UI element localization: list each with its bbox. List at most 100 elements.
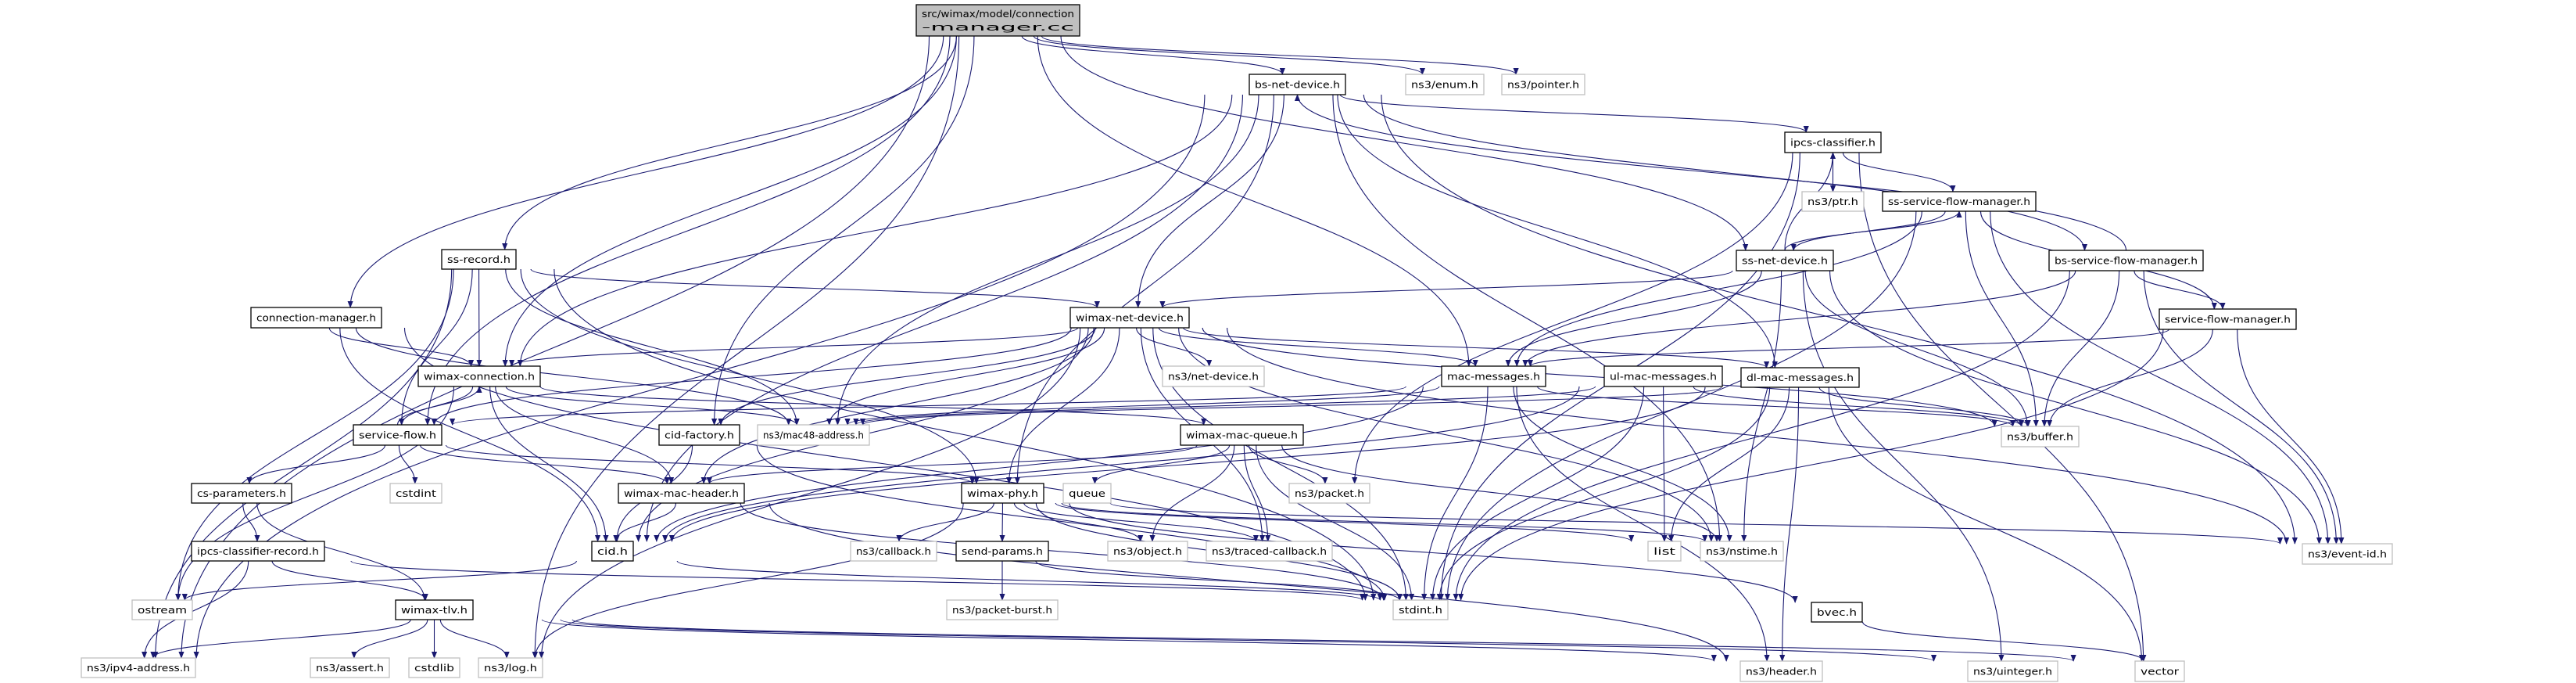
node-wimax-tlv-h[interactable]: wimax-tlv.h (395, 599, 474, 620)
node-connection-manager-h[interactable]: connection-manager.h (250, 307, 382, 329)
edge-bsnd-to-bssfm (1363, 94, 2088, 251)
node-label: service-flow-manager.h (2165, 314, 2291, 325)
node-bs-service-flow-manager-h[interactable]: bs-service-flow-manager.h (2048, 250, 2204, 271)
node-box (1107, 541, 1188, 562)
edge-wtlv-to-ipv4 (150, 619, 411, 659)
node-wimax-net-device-h[interactable]: wimax-net-device.h (1069, 307, 1190, 329)
node-box (2302, 543, 2393, 565)
node-ns3-event-id-h: ns3/event-id.h (2302, 543, 2393, 565)
node-vector: vector (2134, 660, 2185, 682)
node-cid-factory-h[interactable]: cid-factory.h (658, 424, 740, 446)
node-label: ns3/mac48-address.h (763, 430, 864, 441)
node-dl-mac-messages-h[interactable]: dl-mac-messages.h (1740, 367, 1860, 388)
node-wimax-mac-queue-h[interactable]: wimax-mac-queue.h (1180, 424, 1304, 446)
node-box (1288, 483, 1370, 504)
node-box (1405, 74, 1485, 95)
edge-connmgr-to-cid (339, 327, 601, 542)
node-src-wimax-model-connection-manager-cc[interactable]: src/wimax/model/connection-manager.cc (915, 4, 1080, 37)
node-ns3-ipv4-address-h: ns3/ipv4-address.h (81, 657, 196, 678)
edge-sfm-to-eventid (2237, 329, 2345, 545)
node-label: ss-record.h (447, 253, 511, 265)
nodes-layer: src/wimax/model/connection-manager.cc bs-… (81, 4, 2393, 682)
node-wimax-mac-header-h[interactable]: wimax-mac-header.h (618, 483, 745, 504)
edge-macmsg-to-buffer (1536, 386, 2015, 427)
node-box (417, 365, 541, 387)
node-label: cstdlib (414, 662, 454, 674)
node-label: ipcs-classifier-record.h (197, 545, 319, 557)
node-ostream: ostream (131, 599, 193, 620)
node-box (1501, 74, 1585, 95)
edge-wconn-to-wmh (495, 386, 675, 484)
node-label: ns3/net-device.h (1168, 371, 1259, 383)
edge-sendp-to-stdint (1035, 560, 1403, 601)
node-label: service-flow.h (359, 430, 436, 441)
node-ss-record-h[interactable]: ss-record.h (441, 249, 517, 270)
node-ns3-header-h: ns3/header.h (1739, 660, 1823, 682)
edge-sflow-to-wmh (419, 444, 670, 484)
node-label: ns3/event-id.h (2308, 548, 2387, 560)
node-ns3-mac48-address-h: ns3/mac48-address.h (757, 424, 870, 446)
node-box (850, 541, 937, 562)
edge-macmsg-to-sflow (450, 386, 1406, 426)
node-ul-mac-messages-h[interactable]: ul-mac-messages.h (1603, 365, 1723, 387)
node-ipcs-classifier-h[interactable]: ipcs-classifier.h (1784, 131, 1882, 153)
edge-wtlv-to-assert (351, 619, 428, 659)
edge-ssrec-to-wnd (530, 268, 1100, 308)
edge-sssfm-to-ssnd (1790, 210, 1946, 251)
node-wimax-connection-h[interactable]: wimax-connection.h (417, 365, 541, 387)
node-ns3-log-h: ns3/log.h (478, 657, 543, 678)
node-queue: queue (1062, 483, 1112, 504)
node-box (658, 424, 740, 446)
edge-bssfm-to-buffer (2041, 270, 2120, 427)
edge-root-to-enum (1033, 35, 1425, 75)
edge-sflow-to-wphy (445, 444, 976, 484)
edge-dlmac-to-stdint (1436, 386, 1771, 601)
edge-bsnd-to-mac48 (834, 94, 1259, 426)
edge-wphy-to-nstime (1061, 502, 1708, 542)
node-box (1162, 365, 1265, 387)
node-label: wimax-connection.h (424, 371, 535, 383)
edge-sflow-to-cstdint (398, 444, 418, 484)
node-ss-net-device-h[interactable]: ss-net-device.h (1736, 250, 1834, 271)
node-service-flow-h[interactable]: service-flow.h (353, 424, 442, 446)
edge-connmgr-to-wconn (328, 327, 475, 367)
edge-ulmac-to-cid (662, 386, 1580, 542)
edge-bsnd-to-eventid (1381, 94, 2298, 545)
node-mac-messages-h[interactable]: mac-messages.h (1441, 365, 1546, 387)
edge-wphy-to-list (1055, 502, 1635, 542)
node-label: ns3/nstime.h (1706, 545, 1778, 557)
edge-root-to-sflow (425, 35, 951, 426)
node-box (1739, 660, 1823, 682)
node-box (1700, 541, 1784, 562)
node-wimax-phy-h[interactable]: wimax-phy.h (961, 483, 1044, 504)
node-send-params-h[interactable]: send-params.h (955, 541, 1049, 562)
node-bs-net-device-h[interactable]: bs-net-device.h (1249, 74, 1346, 95)
node-bvec-h[interactable]: bvec.h (1811, 602, 1863, 623)
edge-root-to-ipv4 (178, 35, 930, 659)
node-ns3-net-device-h: ns3/net-device.h (1162, 365, 1265, 387)
node-label: cid.h (597, 545, 628, 557)
node-cid-h[interactable]: cid.h (591, 541, 634, 562)
node-label: ss-service-flow-manager.h (1888, 196, 2030, 207)
edge-wnd-to-netdev (1136, 327, 1213, 367)
edge-wnd-to-eventid (1227, 327, 2290, 545)
edge-ssnd-to-macmsg (1505, 270, 1762, 367)
edge-sssfm-to-buffer (1965, 210, 2039, 427)
node-ipcs-classifier-record-h[interactable]: ipcs-classifier-record.h (191, 541, 325, 562)
node-box (408, 657, 460, 678)
node-cs-parameters-h[interactable]: cs-parameters.h (191, 483, 292, 504)
node-box (2159, 308, 2297, 330)
edge-sfm-to-buffer (2046, 329, 2213, 427)
edge-bsnd-to-wconn (517, 94, 1233, 367)
node-box (1180, 424, 1304, 446)
node-box (250, 307, 382, 329)
node-box (81, 657, 196, 678)
edge-ssnd-to-wnd (1159, 270, 1733, 308)
edge-wmq-to-stdint (1256, 444, 1415, 601)
node-ss-service-flow-manager-h[interactable]: ss-service-flow-manager.h (1882, 191, 2037, 212)
node-service-flow-manager-h[interactable]: service-flow-manager.h (2159, 308, 2297, 330)
node-ns3-traced-callback-h: ns3/traced-callback.h (1206, 541, 1333, 562)
edge-ipcscl-to-sssfm (1842, 152, 1956, 192)
edge-bsnd-to-wnd (1135, 94, 1284, 308)
node-box (2001, 426, 2080, 448)
